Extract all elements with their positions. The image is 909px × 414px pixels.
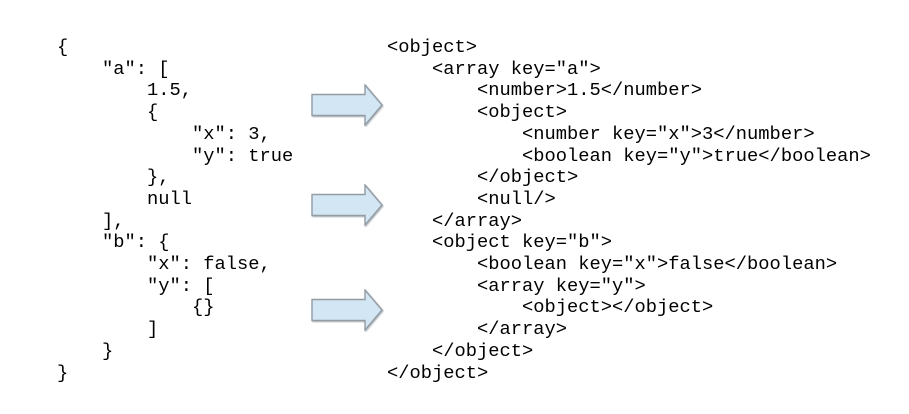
- transform-arrow-icon-2: [311, 184, 383, 226]
- transform-arrow-icon-3: [311, 289, 383, 331]
- right-arrow-shape: [311, 84, 383, 126]
- xml-output-code: <object> <array key="a"> <number>1.5</nu…: [387, 36, 871, 384]
- right-arrow-shape: [311, 289, 383, 331]
- json-source-code: { "a": [ 1.5, { "x": 3, "y": true }, nul…: [57, 36, 294, 384]
- right-arrow-shape: [311, 184, 383, 226]
- transform-arrow-icon-1: [311, 84, 383, 126]
